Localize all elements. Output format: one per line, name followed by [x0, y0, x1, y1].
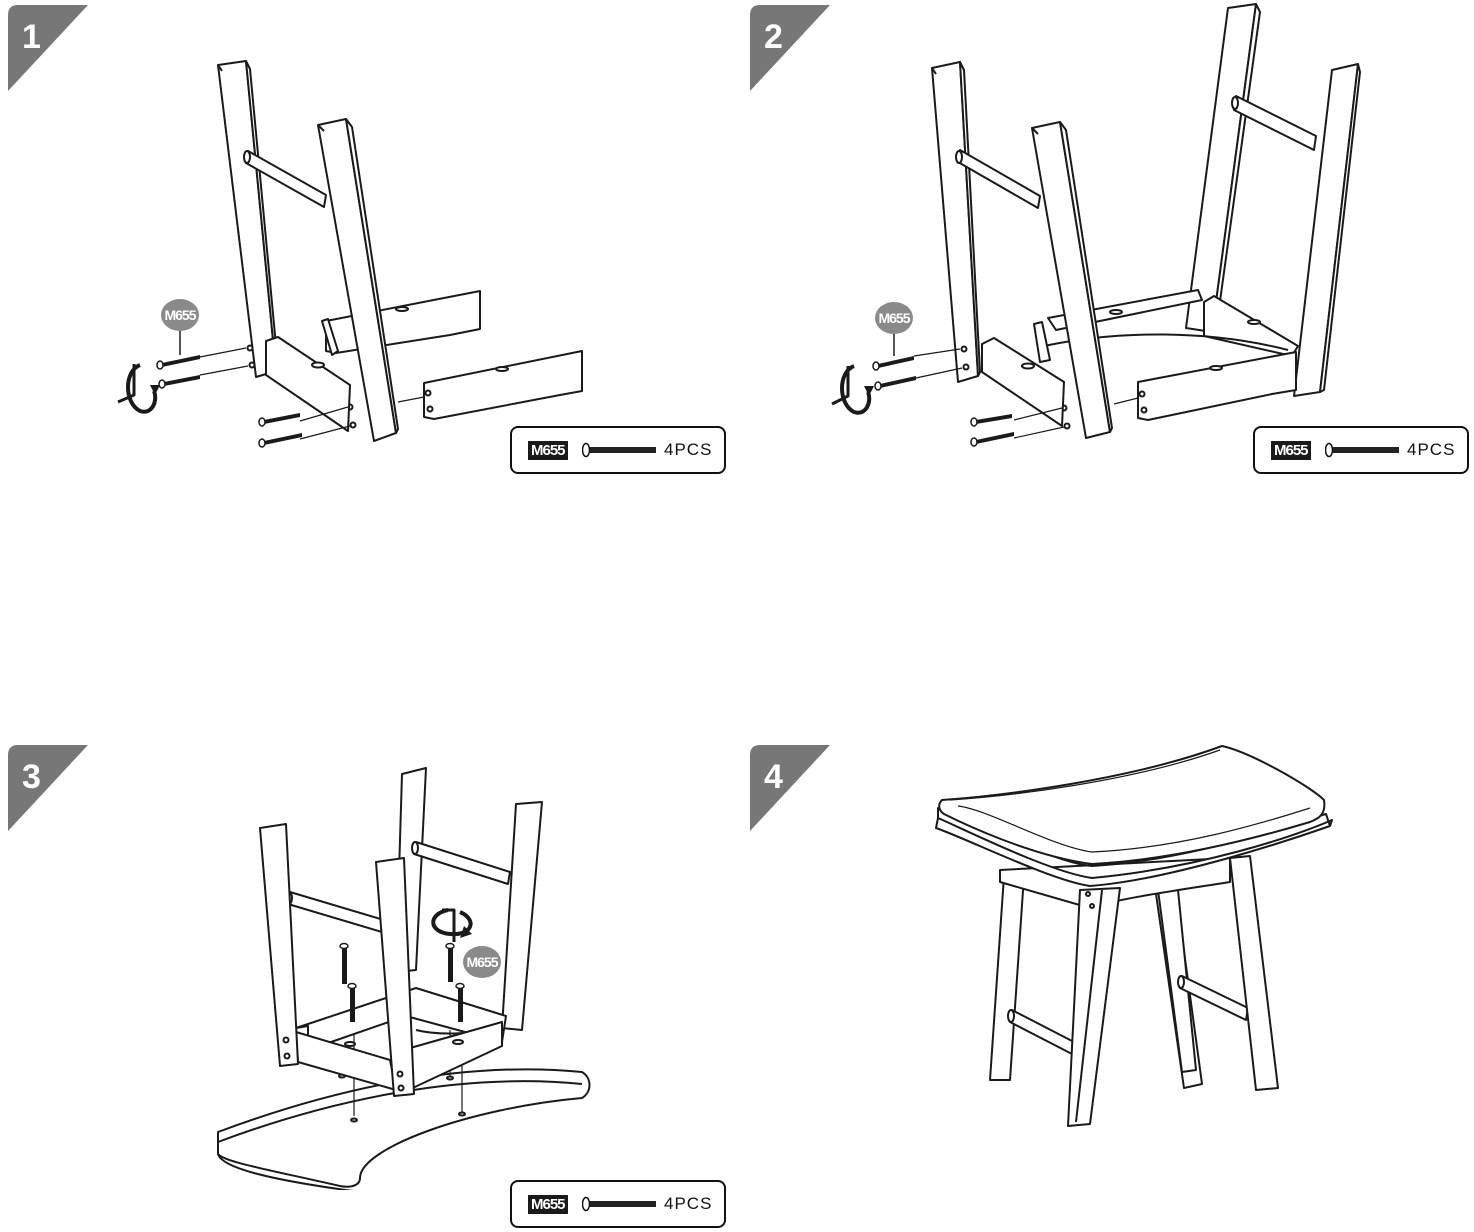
step-4-number: 4 — [764, 758, 783, 796]
step-3-illustration: M655 — [217, 767, 591, 1190]
step-1-number: 1 — [22, 18, 41, 56]
hex-key-icon — [831, 366, 850, 406]
leg-front-left — [1031, 121, 1113, 439]
step-2-badge: 2 — [746, 5, 830, 91]
step-3-number: 3 — [22, 758, 41, 796]
part-quantity: 4PCS — [1407, 440, 1456, 459]
step-4-illustration — [935, 745, 1333, 1127]
apron-front — [295, 1031, 397, 1091]
leg-front-left — [259, 823, 299, 1067]
step-3-badge: 3 — [4, 745, 88, 831]
callout-m655 — [463, 946, 501, 978]
screw-icon — [878, 356, 1014, 444]
screw-icon — [162, 355, 302, 445]
step-4-badge: 4 — [746, 745, 830, 831]
leg-back — [217, 60, 279, 378]
step-2-number: 2 — [764, 18, 783, 56]
apron-front — [1137, 351, 1297, 421]
screw-icon — [1325, 442, 1399, 458]
step-3-part-box: M655 4PCS — [510, 1180, 726, 1228]
callout-m655 — [875, 302, 913, 334]
part-quantity: 4PCS — [664, 1194, 713, 1213]
apron-far — [321, 290, 481, 356]
callout-label: M655 — [466, 954, 498, 970]
apron-right — [1203, 295, 1299, 357]
stretcher-rod-right — [1233, 95, 1317, 151]
screw-icon — [582, 442, 656, 458]
leg-back-right — [1185, 3, 1261, 333]
callout-label: M655 — [878, 310, 910, 326]
step-1-part-box: M655 4PCS — [510, 426, 726, 474]
part-quantity: 4PCS — [664, 440, 713, 459]
screw-icon — [582, 1196, 656, 1212]
leg-back-right — [501, 801, 543, 1031]
leg-back-left — [931, 61, 981, 383]
rotate-arrow-icon — [840, 364, 872, 415]
leg-front-right — [1229, 855, 1279, 1091]
apron-left — [981, 337, 1065, 427]
callout-label: M655 — [164, 307, 196, 323]
apron-side — [265, 336, 351, 432]
hex-key-icon — [117, 364, 136, 404]
screw-icon — [342, 946, 463, 1022]
rotate-arrow-icon — [126, 363, 158, 414]
part-code: M655 — [528, 441, 568, 460]
callout-m655 — [161, 299, 199, 331]
rotate-arrow-icon — [431, 908, 473, 937]
leg-back-left — [989, 875, 1025, 1081]
leg-right — [1293, 63, 1361, 397]
seat — [935, 745, 1333, 887]
leg-front — [317, 118, 399, 442]
leg-front-left — [1067, 887, 1121, 1127]
step-1-badge: 1 — [4, 5, 88, 91]
part-code: M655 — [528, 1195, 568, 1214]
leg-front-right — [375, 857, 415, 1097]
hex-key-icon — [442, 908, 456, 942]
part-code: M655 — [1271, 441, 1311, 460]
step-2-part-box: M655 4PCS — [1253, 426, 1469, 474]
apron-front — [423, 350, 583, 420]
step-1-illustration: M655 — [117, 60, 583, 448]
step-2-illustration: M655 — [831, 3, 1361, 447]
